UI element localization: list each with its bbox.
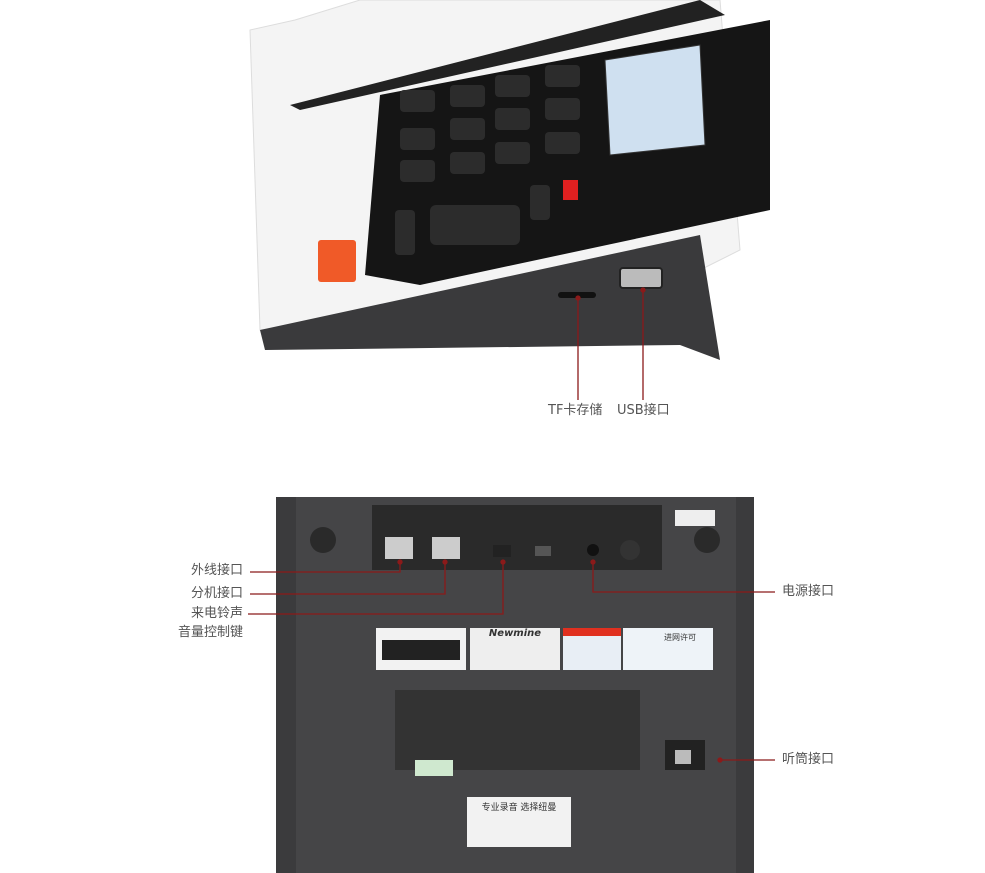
callout-handset: 听筒接口	[782, 752, 835, 767]
callout-ext-port: 分机接口	[190, 586, 243, 601]
callout-tf-card: TF卡存储	[548, 403, 603, 418]
bottom-sticker-title: 专业录音 选择纽曼	[481, 803, 557, 813]
phone-bottom-view	[276, 497, 754, 873]
callout-power: 电源接口	[782, 584, 835, 599]
license-sticker: 进网许可	[664, 633, 696, 642]
callout-ringer: 来电铃声	[190, 606, 243, 621]
phone-top-view	[249, 0, 770, 360]
brand-sticker: Newmine	[488, 628, 542, 639]
callout-usb: USB接口	[617, 403, 670, 418]
callout-ringer-volume: 音量控制键	[177, 625, 243, 640]
bottom-callout-lines	[248, 559, 775, 763]
callout-line-port: 外线接口	[190, 563, 243, 578]
top-callout-lines	[575, 287, 646, 400]
